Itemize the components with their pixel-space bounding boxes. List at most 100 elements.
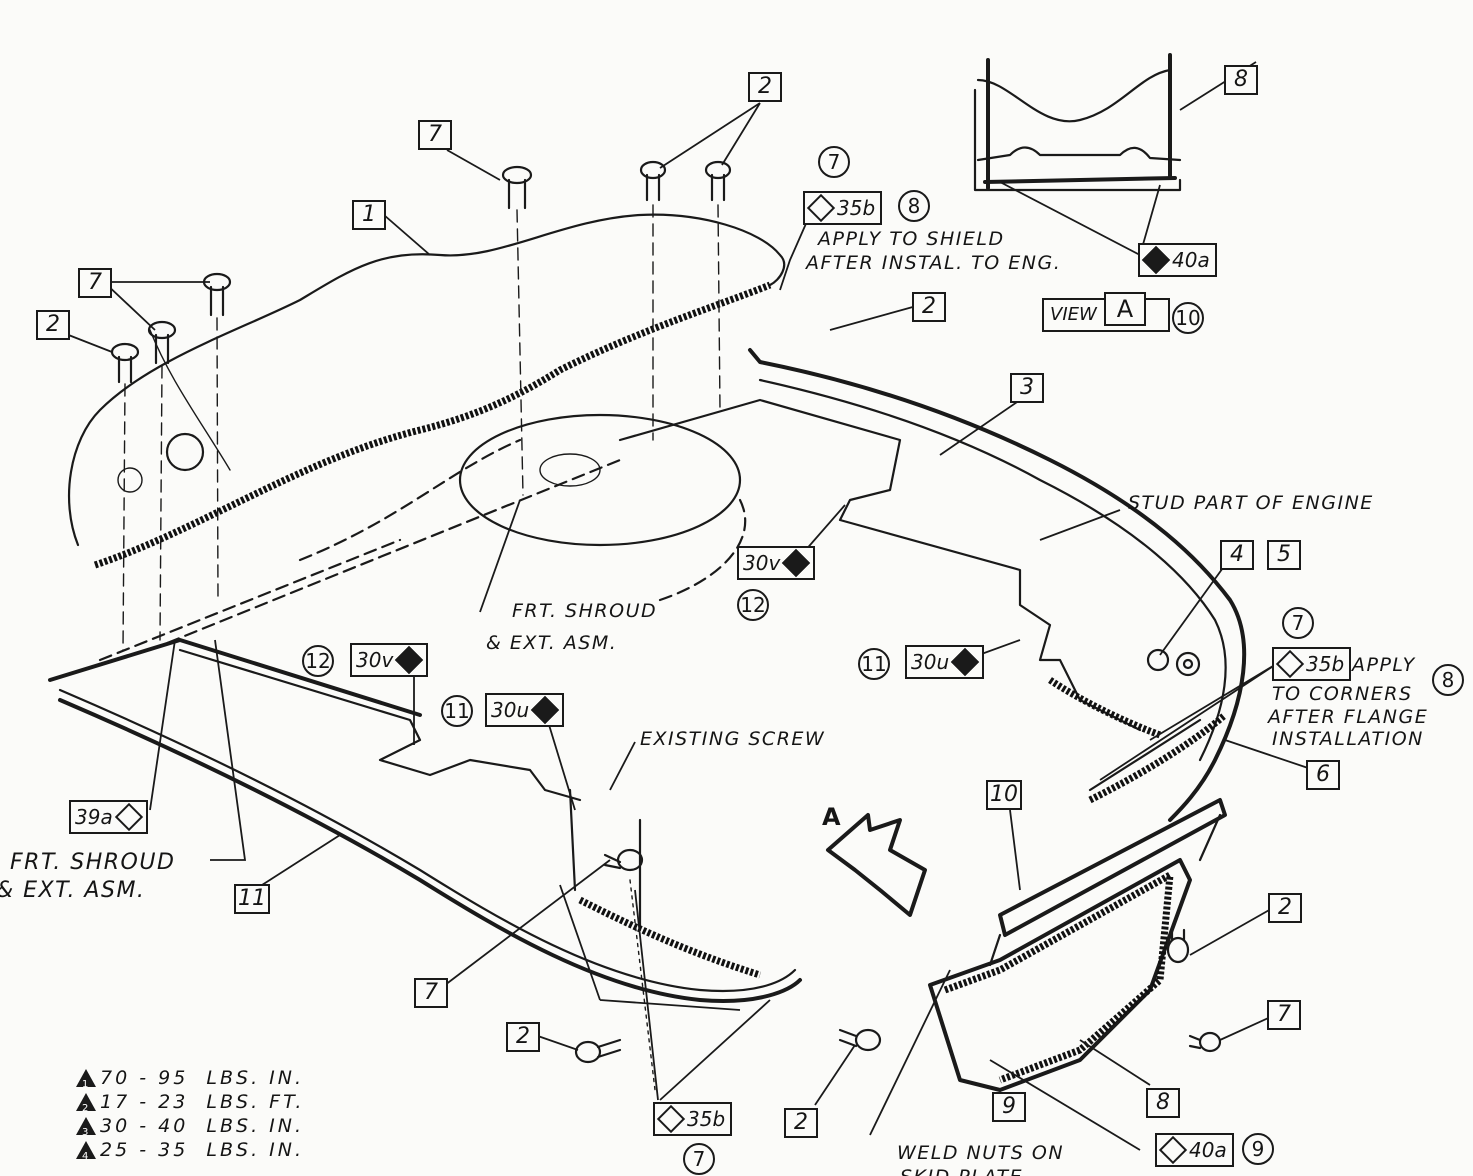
- note-ext-asm: & EXT. ASM.: [486, 632, 618, 654]
- sealer-tag: 35b: [1272, 647, 1352, 681]
- tag-code: 40a: [1172, 248, 1210, 272]
- note-stud: STUD PART OF ENGINE: [1128, 492, 1374, 514]
- bolt: [1188, 1031, 1222, 1053]
- part-callout-2: 2: [1268, 893, 1302, 923]
- sealer-tag: 30v: [737, 546, 816, 580]
- sealer-tag: 30v: [350, 643, 429, 677]
- front-shroud-outline: [48, 638, 802, 1003]
- ref-circle-10: 10: [1172, 302, 1204, 334]
- diamond-icon: [782, 548, 811, 578]
- shroud-seal: [578, 896, 762, 979]
- bolt: [574, 1038, 622, 1064]
- part-callout-2: 2: [36, 310, 70, 340]
- skid-bracket: [998, 798, 1227, 937]
- torque-legend: 1 70 - 95 LBS. IN. 2 17 - 23 LBS. FT. 3 …: [76, 1066, 304, 1162]
- part-callout-1: 1: [352, 200, 386, 230]
- part-callout-4: 4: [1220, 540, 1254, 570]
- part-callout-2: 2: [748, 72, 782, 102]
- diamond-icon: [806, 193, 836, 223]
- ref-circle-8: 8: [1432, 664, 1464, 696]
- bolt: [501, 165, 533, 210]
- bolt: [1166, 928, 1190, 964]
- note-ext-asm: & EXT. ASM.: [0, 878, 146, 903]
- torque-row: 2 17 - 23 LBS. FT.: [76, 1090, 304, 1114]
- bolt: [147, 320, 177, 365]
- bolt: [110, 342, 140, 384]
- diamond-icon: [1275, 649, 1305, 679]
- diamond-icon: [114, 802, 143, 832]
- note-skid-plate: SKID PLATE: [900, 1166, 1023, 1176]
- tag-code: 35b: [687, 1107, 726, 1131]
- sealer-tag: 35b: [803, 191, 883, 225]
- note-after-flange: AFTER FLANGE: [1268, 706, 1429, 728]
- ref-circle-11: 11: [858, 648, 890, 680]
- tag-code: 39a: [75, 805, 113, 829]
- part-callout-8: 8: [1146, 1088, 1180, 1118]
- heat-shield-outline: [68, 213, 786, 547]
- tag-code: 35b: [837, 196, 876, 220]
- torque-value: 17 - 23: [100, 1091, 189, 1113]
- ref-number: 3: [82, 1127, 89, 1138]
- note-weld-nuts: WELD NUTS ON: [897, 1142, 1065, 1164]
- torque-value: 70 - 95: [100, 1067, 189, 1089]
- part-callout-2: 2: [912, 292, 946, 322]
- bolt: [639, 160, 667, 202]
- bolt: [838, 1028, 882, 1052]
- view-a-label: VIEW A: [1042, 292, 1170, 332]
- part-callout-11: 11: [234, 884, 270, 914]
- view-a-arrow: [826, 813, 927, 917]
- triangle-ref-icon: 3: [76, 1117, 96, 1138]
- bolt: [202, 272, 232, 317]
- part-callout-6: 6: [1306, 760, 1340, 790]
- torque-value: 25 - 35: [100, 1139, 189, 1161]
- torque-row: 1 70 - 95 LBS. IN.: [76, 1066, 304, 1090]
- note-to-corners: TO CORNERS: [1272, 683, 1413, 705]
- ref-circle-12: 12: [302, 645, 334, 677]
- tag-code: 35b: [1306, 652, 1345, 676]
- note-after-install: AFTER INSTAL. TO ENG.: [806, 252, 1062, 274]
- part-callout-7: 7: [78, 268, 112, 298]
- triangle-ref-icon: 4: [76, 1141, 96, 1162]
- part-callout-8: 8: [1224, 65, 1258, 95]
- part-callout-7: 7: [418, 120, 452, 150]
- part-callout-5: 5: [1267, 540, 1301, 570]
- note-installation: INSTALLATION: [1272, 728, 1424, 750]
- bolt: [603, 848, 644, 872]
- ref-circle-12: 12: [737, 589, 769, 621]
- ref-circle-7: 7: [683, 1143, 715, 1175]
- ref-circle-7: 7: [818, 146, 850, 178]
- tag-code: 30u: [911, 650, 950, 674]
- torque-row: 3 30 - 40 LBS. IN.: [76, 1114, 304, 1138]
- view-letter-box: A: [1104, 292, 1146, 326]
- nut: [1175, 651, 1201, 677]
- torque-row: 4 25 - 35 LBS. IN.: [76, 1138, 304, 1162]
- sealer-tag: 30u: [485, 693, 565, 727]
- ref-circle-11: 11: [441, 695, 473, 727]
- diamond-icon: [395, 645, 424, 675]
- ref-number: 4: [82, 1151, 89, 1162]
- view-a-inset: [973, 53, 1182, 192]
- part-callout-2: 2: [506, 1022, 540, 1052]
- triangle-ref-icon: 2: [76, 1093, 96, 1114]
- torque-unit: LBS. FT.: [206, 1091, 305, 1113]
- diamond-icon: [530, 695, 560, 725]
- diamond-icon: [1158, 1135, 1188, 1165]
- ref-number: 1: [82, 1079, 89, 1090]
- tag-code: 30v: [743, 551, 781, 575]
- sealer-tag: 35b: [653, 1102, 733, 1136]
- note-frt-shroud: FRT. SHROUD: [512, 600, 658, 622]
- tag-code: 30v: [356, 648, 394, 672]
- part-callout-3: 3: [1010, 373, 1044, 403]
- ref-circle-8: 8: [898, 190, 930, 222]
- view-label-text: VIEW: [1050, 304, 1097, 325]
- sealer-tag: 30u: [905, 645, 985, 679]
- tag-code: 40a: [1189, 1138, 1227, 1162]
- sealer-tag: 39a: [69, 800, 148, 834]
- ref-circle-9: 9: [1242, 1133, 1274, 1165]
- part-callout-7: 7: [414, 978, 448, 1008]
- tag-code: 30u: [491, 698, 530, 722]
- heat-shield-edge: [93, 281, 772, 569]
- triangle-ref-icon: 1: [76, 1069, 96, 1090]
